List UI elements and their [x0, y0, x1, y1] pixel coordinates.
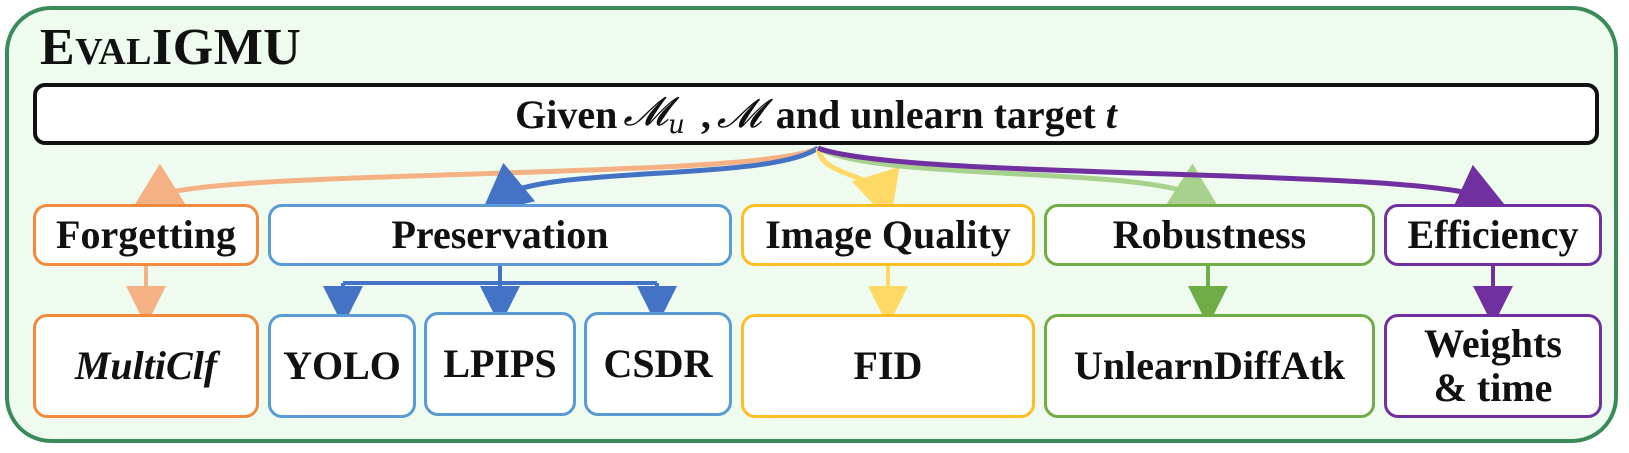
- model-original-symbol: 𝓜: [716, 91, 762, 137]
- category-image-quality: Image Quality: [741, 204, 1035, 266]
- category-robustness: Robustness: [1044, 204, 1375, 266]
- model-unlearned-symbol: 𝓜u: [623, 88, 685, 140]
- arrow-to-efficiency: [817, 145, 1508, 211]
- category-efficiency: Efficiency: [1384, 204, 1602, 266]
- metric-lpips: LPIPS: [424, 312, 576, 416]
- given-suffix: and unlearn target: [775, 91, 1096, 137]
- arrow-to-preservation: [480, 145, 820, 214]
- metric-weights-line1: Weights: [1424, 321, 1562, 366]
- metric-csdr: CSDR: [584, 312, 732, 416]
- category-forgetting: Forgetting: [33, 204, 259, 266]
- given-prefix: Given: [515, 91, 618, 137]
- metric-yolo: YOLO: [268, 314, 416, 418]
- arrow-to-image-quality: [815, 147, 900, 222]
- diagram-title: EVALIGMU: [40, 19, 302, 76]
- arrow-to-forgetting: [130, 145, 820, 212]
- metric-multiclf: MultiClf: [33, 314, 259, 418]
- metric-weights-line2: & time: [1433, 365, 1553, 410]
- category-preservation: Preservation: [268, 204, 732, 266]
- given-comma: ,: [700, 91, 711, 137]
- metric-unlearndiffatk: UnlearnDiffAtk: [1044, 314, 1375, 418]
- given-statement: Given 𝓜u , 𝓜 and unlearn target t: [33, 83, 1599, 145]
- arrow-to-robustness: [816, 145, 1222, 212]
- metric-weights-time: Weights & time: [1384, 314, 1602, 418]
- target-symbol: t: [1105, 91, 1117, 137]
- metric-fid: FID: [741, 314, 1035, 418]
